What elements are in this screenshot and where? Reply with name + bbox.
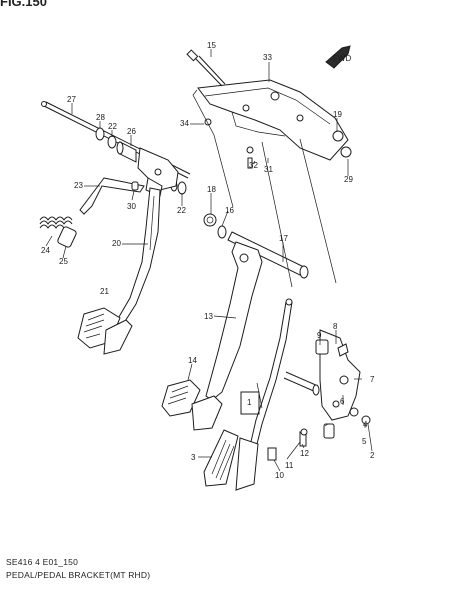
callout-19: 19 xyxy=(333,110,342,119)
callout-6: 6 xyxy=(340,397,345,406)
callout-31: 31 xyxy=(264,165,273,174)
accelerator-shaft xyxy=(283,371,320,396)
callout-14: 14 xyxy=(188,356,197,365)
pivot-pin xyxy=(227,231,309,279)
fwd-label: FWD xyxy=(333,54,351,63)
figure-header: FIG.150 xyxy=(0,0,47,9)
callout-26: 26 xyxy=(127,127,136,136)
callout-32: 32 xyxy=(249,161,258,170)
bracket-nuts xyxy=(204,118,352,158)
callout-17: 17 xyxy=(279,234,288,243)
callout-28: 28 xyxy=(96,113,105,122)
callout-29: 29 xyxy=(344,175,353,184)
callout-34: 34 xyxy=(180,119,189,128)
callout-9: 9 xyxy=(317,331,322,340)
bracket-fasteners xyxy=(267,407,371,461)
callout-2: 2 xyxy=(370,451,375,460)
clutch-pedal-pad xyxy=(77,307,133,355)
accelerator-arm xyxy=(249,298,293,449)
callout-33: 33 xyxy=(263,53,272,62)
bolt-15 xyxy=(186,49,226,87)
forward-arrow-badge: FWD xyxy=(325,45,351,69)
callout-15: 15 xyxy=(207,41,216,50)
callout-numbers: 15 33 27 28 22 26 34 19 32 31 29 23 30 2… xyxy=(41,41,375,480)
clutch-pedal-arm xyxy=(115,187,161,327)
figure-code: SE416 4 E01_150 xyxy=(6,557,79,567)
callout-11: 11 xyxy=(285,461,294,470)
callout-5: 5 xyxy=(362,437,367,446)
callout-1-box xyxy=(240,391,260,415)
callout-22: 22 xyxy=(108,122,117,131)
callout-25: 25 xyxy=(59,257,68,266)
callout-13: 13 xyxy=(204,312,213,321)
pedal-bracket xyxy=(197,79,349,161)
callout-30: 30 xyxy=(127,202,136,211)
callout-7: 7 xyxy=(370,375,375,384)
brake-pedal-pad xyxy=(161,379,223,431)
callout-1: 1 xyxy=(247,398,252,407)
accelerator-bracket xyxy=(315,329,361,421)
callout-8: 8 xyxy=(333,322,338,331)
callout-12: 12 xyxy=(300,449,309,458)
spring-arm xyxy=(79,177,145,215)
callout-16: 16 xyxy=(225,206,234,215)
return-spring xyxy=(39,216,73,229)
callout-18: 18 xyxy=(207,185,216,194)
callout-22b: 22 xyxy=(177,206,186,215)
callout-3: 3 xyxy=(191,453,196,462)
brake-pedal-arm xyxy=(205,241,263,401)
callout-20: 20 xyxy=(112,239,121,248)
callout-21: 21 xyxy=(100,287,109,296)
spring-cap xyxy=(57,226,77,248)
callout-24: 24 xyxy=(41,246,50,255)
callout-4: 4 xyxy=(363,420,368,429)
figure-caption: PEDAL/PEDAL BRACKET(MT RHD) xyxy=(6,570,151,580)
accelerator-pad xyxy=(203,429,259,491)
callout-23: 23 xyxy=(74,181,83,190)
callout-10: 10 xyxy=(275,471,284,480)
callout-27: 27 xyxy=(67,95,76,104)
